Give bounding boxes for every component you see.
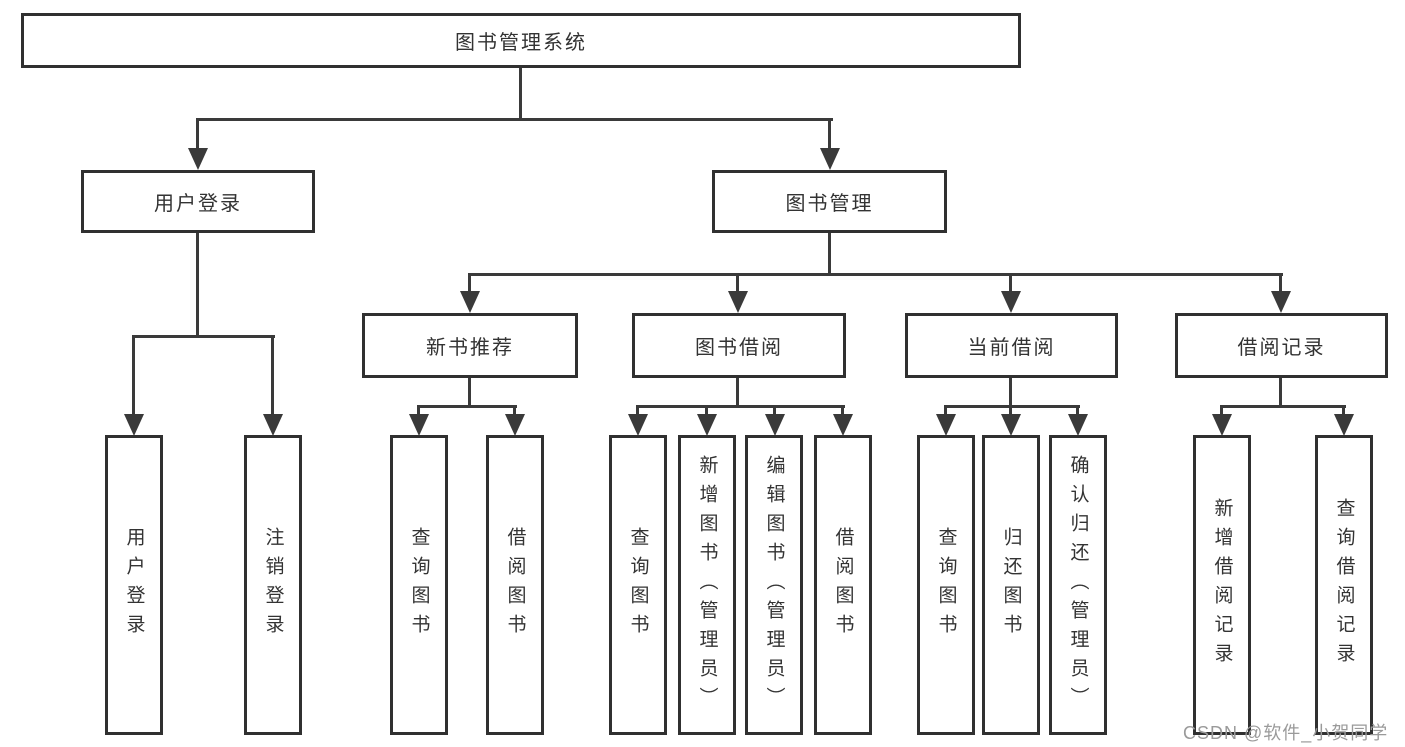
connector-line bbox=[828, 233, 831, 275]
connector-line bbox=[636, 405, 845, 408]
arrow-down-icon bbox=[765, 414, 785, 436]
leaf-query-books-recommend: 查询图书 bbox=[390, 435, 448, 735]
connector-line bbox=[132, 335, 275, 338]
node-borrowing-records: 借阅记录 bbox=[1175, 313, 1388, 378]
connector-line bbox=[1009, 378, 1012, 407]
connector-line bbox=[828, 118, 831, 150]
arrow-down-icon bbox=[1271, 291, 1291, 313]
connector-line bbox=[417, 405, 420, 416]
node-current-borrowing: 当前借阅 bbox=[905, 313, 1118, 378]
connector-line bbox=[636, 405, 639, 416]
connector-line bbox=[1220, 405, 1346, 408]
leaf-add-borrow-record: 新增借阅记录 bbox=[1193, 435, 1251, 735]
connector-line bbox=[736, 273, 739, 293]
connector-line bbox=[1009, 273, 1012, 293]
arrow-down-icon bbox=[833, 414, 853, 436]
connector-line bbox=[468, 378, 471, 407]
arrow-down-icon bbox=[1001, 291, 1021, 313]
connector-line bbox=[196, 233, 199, 337]
arrow-down-icon bbox=[1001, 414, 1021, 436]
arrow-down-icon bbox=[820, 148, 840, 170]
leaf-borrow-books-recommend: 借阅图书 bbox=[486, 435, 544, 735]
connector-line bbox=[468, 273, 1283, 276]
leaf-user-login: 用户登录 bbox=[105, 435, 163, 735]
leaf-return-books: 归还图书 bbox=[982, 435, 1040, 735]
arrow-down-icon bbox=[628, 414, 648, 436]
connector-line bbox=[1076, 405, 1079, 416]
connector-line bbox=[944, 405, 1080, 408]
arrow-down-icon bbox=[460, 291, 480, 313]
connector-line bbox=[196, 118, 833, 121]
node-user-login: 用户登录 bbox=[81, 170, 315, 233]
node-book-borrowing: 图书借阅 bbox=[632, 313, 846, 378]
arrow-down-icon bbox=[1068, 414, 1088, 436]
connector-line bbox=[944, 405, 947, 416]
leaf-query-borrow-record: 查询借阅记录 bbox=[1315, 435, 1373, 735]
connector-line bbox=[736, 378, 739, 407]
watermark: CSDN @软件_小贺同学 bbox=[1183, 723, 1389, 743]
connector-line bbox=[132, 335, 135, 416]
connector-line bbox=[519, 68, 522, 121]
leaf-confirm-return-admin: 确认归还（管理员） bbox=[1049, 435, 1107, 735]
arrow-down-icon bbox=[263, 414, 283, 436]
arrow-down-icon bbox=[728, 291, 748, 313]
node-book-management: 图书管理 bbox=[712, 170, 947, 233]
connector-line bbox=[1009, 405, 1012, 416]
arrow-down-icon bbox=[409, 414, 429, 436]
arrow-down-icon bbox=[1212, 414, 1232, 436]
arrow-down-icon bbox=[697, 414, 717, 436]
connector-line bbox=[271, 335, 274, 416]
connector-line bbox=[1342, 405, 1345, 416]
leaf-query-books-borrow: 查询图书 bbox=[609, 435, 667, 735]
connector-line bbox=[705, 405, 708, 416]
leaf-borrow-books: 借阅图书 bbox=[814, 435, 872, 735]
leaf-query-books-current: 查询图书 bbox=[917, 435, 975, 735]
connector-line bbox=[773, 405, 776, 416]
node-library-management-system: 图书管理系统 bbox=[21, 13, 1021, 68]
connector-line bbox=[417, 405, 517, 408]
arrow-down-icon bbox=[1334, 414, 1354, 436]
leaf-edit-books-admin: 编辑图书（管理员） bbox=[745, 435, 803, 735]
arrow-down-icon bbox=[505, 414, 525, 436]
arrow-down-icon bbox=[188, 148, 208, 170]
connector-line bbox=[196, 118, 199, 150]
connector-line bbox=[1220, 405, 1223, 416]
node-new-book-recommendation: 新书推荐 bbox=[362, 313, 578, 378]
arrow-down-icon bbox=[124, 414, 144, 436]
leaf-logout: 注销登录 bbox=[244, 435, 302, 735]
connector-line bbox=[841, 405, 844, 416]
connector-line bbox=[1279, 273, 1282, 293]
connector-line bbox=[513, 405, 516, 416]
leaf-add-books-admin: 新增图书（管理员） bbox=[678, 435, 736, 735]
connector-line bbox=[1279, 378, 1282, 407]
connector-line bbox=[468, 273, 471, 293]
arrow-down-icon bbox=[936, 414, 956, 436]
